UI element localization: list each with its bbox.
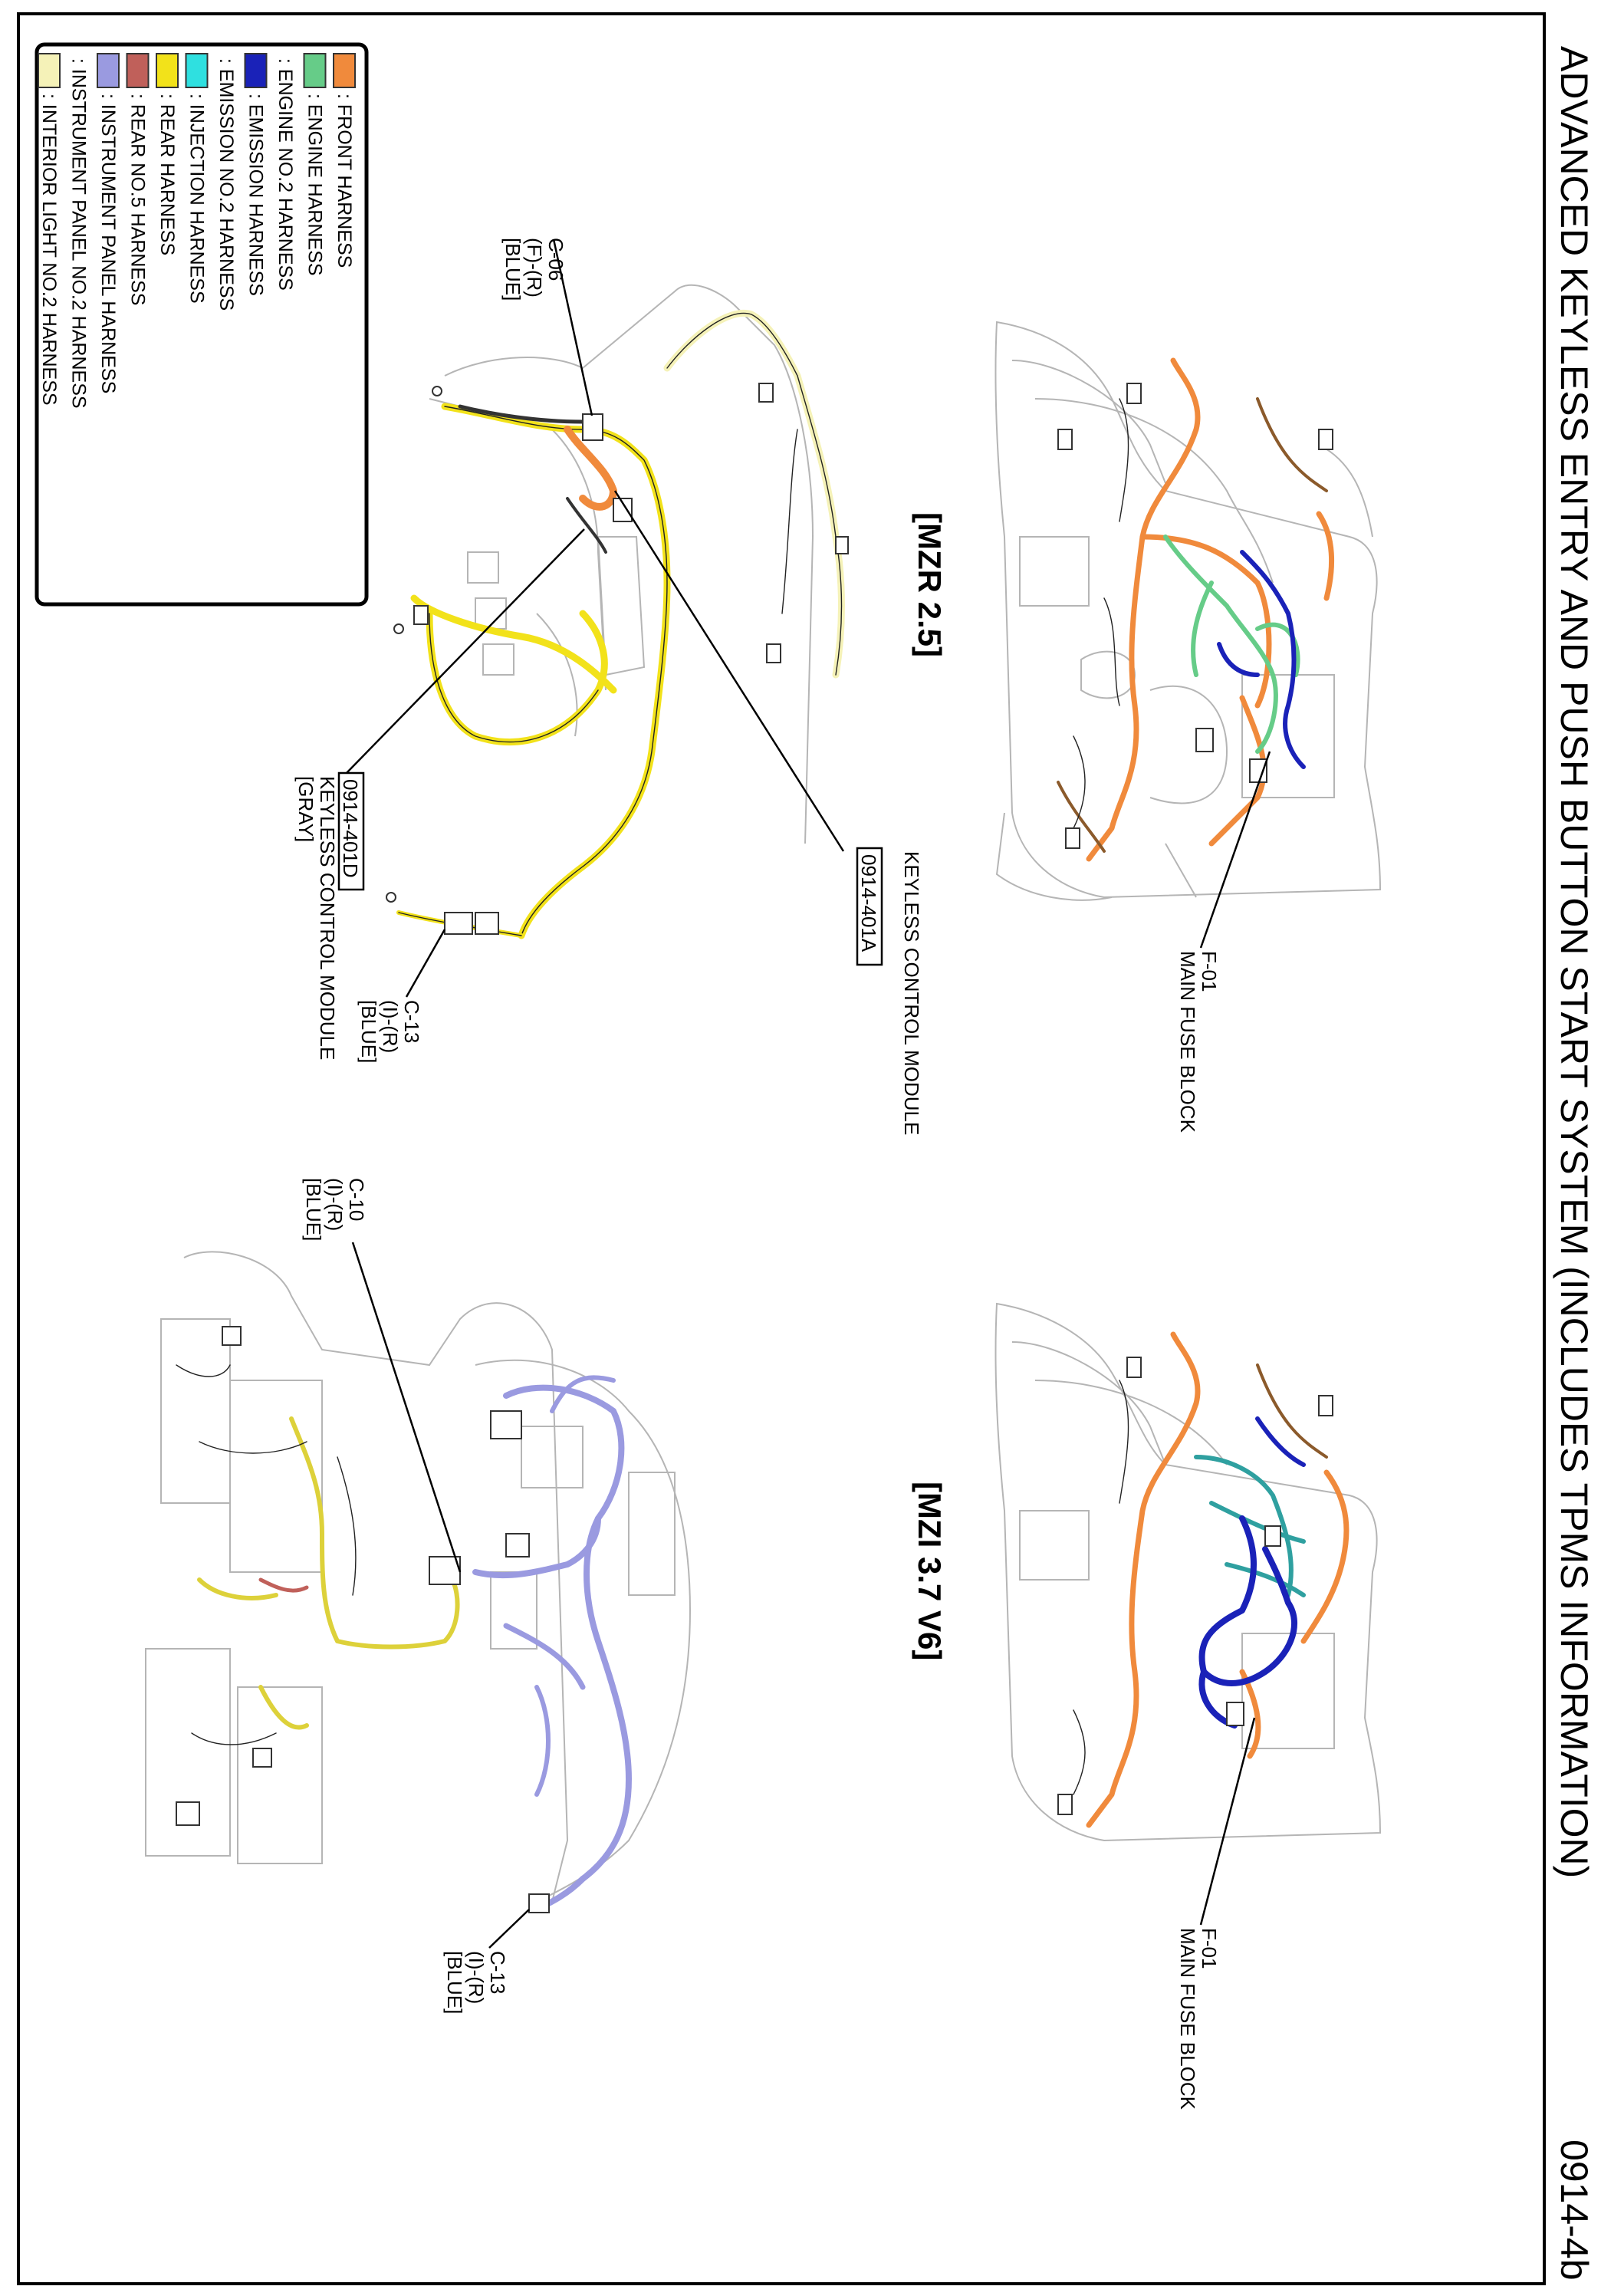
svg-text:[BLUE]: [BLUE] — [357, 1000, 380, 1063]
callout-c13-top: C-13 (I)-(R) [BLUE] — [357, 1000, 423, 1063]
engine-bay-mzi-illustration — [994, 1302, 1382, 1842]
svg-text:: ENGINE HARNESS: : ENGINE HARNESS — [304, 94, 326, 276]
legend-item: : ENGINE HARNESS — [304, 94, 326, 276]
legend-box — [35, 42, 369, 607]
callout-c10: C-10 (I)-(R) [BLUE] — [302, 1178, 368, 1241]
engine-bay-mzr-illustration — [994, 321, 1382, 901]
svg-text:[BLUE]: [BLUE] — [443, 1951, 466, 2014]
svg-text:: EMISSION HARNESS: : EMISSION HARNESS — [245, 94, 267, 296]
leader-c06 — [552, 238, 593, 416]
svg-text:: INSTRUMENT PANEL HARNESS: : INSTRUMENT PANEL HARNESS — [97, 94, 119, 393]
svg-text:C-13: C-13 — [400, 1000, 423, 1043]
leader-c13-top — [405, 929, 446, 998]
leader-kcm-a — [613, 490, 845, 852]
svg-text:C-10: C-10 — [345, 1178, 368, 1221]
legend-item: : INJECTION HARNESS — [186, 94, 208, 304]
callout-keyless-control-module-d: 0914-401D KEYLESS CONTROL MODULE [GRAY] — [294, 771, 365, 1060]
svg-text:(I)-(R): (I)-(R) — [324, 1178, 347, 1231]
callout-f01-top: F-01 MAIN FUSE BLOCK — [1176, 951, 1221, 1133]
legend: : FRONT HARNESS : ENGINE HARNESS : ENGINE … — [38, 53, 356, 409]
svg-text:[MZI 3.7 V6]: [MZI 3.7 V6] — [912, 1482, 948, 1660]
leader-c13-bottom — [488, 1909, 530, 1949]
svg-text:(I)-(R): (I)-(R) — [465, 1951, 488, 2004]
page-border — [17, 12, 1546, 2285]
page-number: 0914-4b — [1553, 2140, 1596, 2281]
interior-mzi-illustration — [145, 1251, 692, 1913]
leader-f01-bottom — [1199, 1717, 1256, 1926]
svg-text:: FRONT HARNESS: : FRONT HARNESS — [334, 94, 355, 268]
svg-text:0914-4b: 0914-4b — [1553, 2140, 1596, 2281]
svg-text:[MZR 2.5]: [MZR 2.5] — [912, 512, 948, 657]
legend-item: : ENGINE NO.2 HARNESS — [275, 58, 296, 291]
legend-swatch — [303, 53, 327, 88]
svg-text:[GRAY]: [GRAY] — [294, 776, 317, 842]
legend-item: : REAR NO.5 HARNESS — [127, 94, 149, 305]
leader-kcm-d — [344, 528, 585, 775]
svg-text:0914-401D: 0914-401D — [339, 779, 362, 878]
svg-text:: EMISSION NO.2 HARNESS: : EMISSION NO.2 HARNESS — [215, 58, 237, 311]
svg-text:C-13: C-13 — [486, 1951, 509, 1994]
svg-text:: INTERIOR LIGHT NO.2 HARNESS: : INTERIOR LIGHT NO.2 HARNESS — [38, 94, 60, 406]
svg-text:KEYLESS CONTROL MODULE: KEYLESS CONTROL MODULE — [900, 851, 923, 1135]
legend-item: : INSTRUMENT PANEL NO.2 HARNESS — [68, 58, 90, 409]
legend-swatch — [333, 53, 356, 88]
legend-item: : REAR HARNESS — [156, 94, 178, 255]
legend-swatch — [156, 53, 179, 88]
svg-text:[BLUE]: [BLUE] — [302, 1178, 325, 1241]
svg-text:F-01: F-01 — [1198, 1928, 1221, 1969]
callout-keyless-control-module-a: KEYLESS CONTROL MODULE 0914-401A — [856, 847, 923, 1135]
legend-swatch — [244, 53, 268, 88]
page-title: ADVANCED KEYLESS ENTRY AND PUSH BUTTON S… — [1553, 46, 1596, 1878]
svg-text:KEYLESS CONTROL MODULE: KEYLESS CONTROL MODULE — [316, 776, 339, 1060]
legend-swatch — [126, 53, 150, 88]
svg-text:C-06: C-06 — [544, 238, 567, 281]
svg-text:0914-401A: 0914-401A — [857, 854, 880, 952]
leader-f01-top — [1199, 751, 1271, 949]
legend-swatch — [38, 53, 61, 88]
svg-text:: REAR NO.5 HARNESS: : REAR NO.5 HARNESS — [127, 94, 149, 305]
svg-text:ADVANCED KEYLESS ENTRY AND PUS: ADVANCED KEYLESS ENTRY AND PUSH BUTTON S… — [1553, 46, 1596, 1878]
svg-text:(F)-(R): (F)-(R) — [523, 238, 546, 298]
legend-item: : FRONT HARNESS — [334, 94, 355, 268]
leader-c10 — [351, 1242, 462, 1573]
callout-c13-bottom: C-13 (I)-(R) [BLUE] — [443, 1951, 509, 2014]
svg-text:: INSTRUMENT PANEL NO.2 HARNES: : INSTRUMENT PANEL NO.2 HARNESS — [68, 58, 90, 409]
interior-mzr-illustration — [386, 284, 849, 939]
svg-text:: ENGINE NO.2 HARNESS: : ENGINE NO.2 HARNESS — [275, 58, 296, 291]
svg-text:(I)-(R): (I)-(R) — [379, 1000, 402, 1053]
variant-label-mzi: [MZI 3.7 V6] — [912, 1482, 948, 1660]
legend-item: : INTERIOR LIGHT NO.2 HARNESS — [38, 94, 60, 406]
svg-text:: REAR HARNESS: : REAR HARNESS — [156, 94, 178, 255]
legend-item: : EMISSION HARNESS — [245, 94, 267, 296]
callout-c06: C-06 (F)-(R) [BLUE] — [501, 238, 567, 301]
legend-swatch — [185, 53, 209, 88]
legend-item: : EMISSION NO.2 HARNESS — [215, 58, 237, 311]
svg-text:MAIN FUSE BLOCK: MAIN FUSE BLOCK — [1176, 951, 1199, 1133]
svg-text:[BLUE]: [BLUE] — [501, 238, 524, 301]
svg-text:F-01: F-01 — [1198, 951, 1221, 992]
svg-text:MAIN FUSE BLOCK: MAIN FUSE BLOCK — [1176, 1928, 1199, 2110]
svg-text:: INJECTION HARNESS: : INJECTION HARNESS — [186, 94, 208, 304]
callout-f01-bottom: F-01 MAIN FUSE BLOCK — [1176, 1928, 1221, 2110]
variant-label-mzr: [MZR 2.5] — [912, 512, 948, 657]
legend-swatch — [97, 53, 120, 88]
legend-item: : INSTRUMENT PANEL HARNESS — [97, 94, 119, 393]
